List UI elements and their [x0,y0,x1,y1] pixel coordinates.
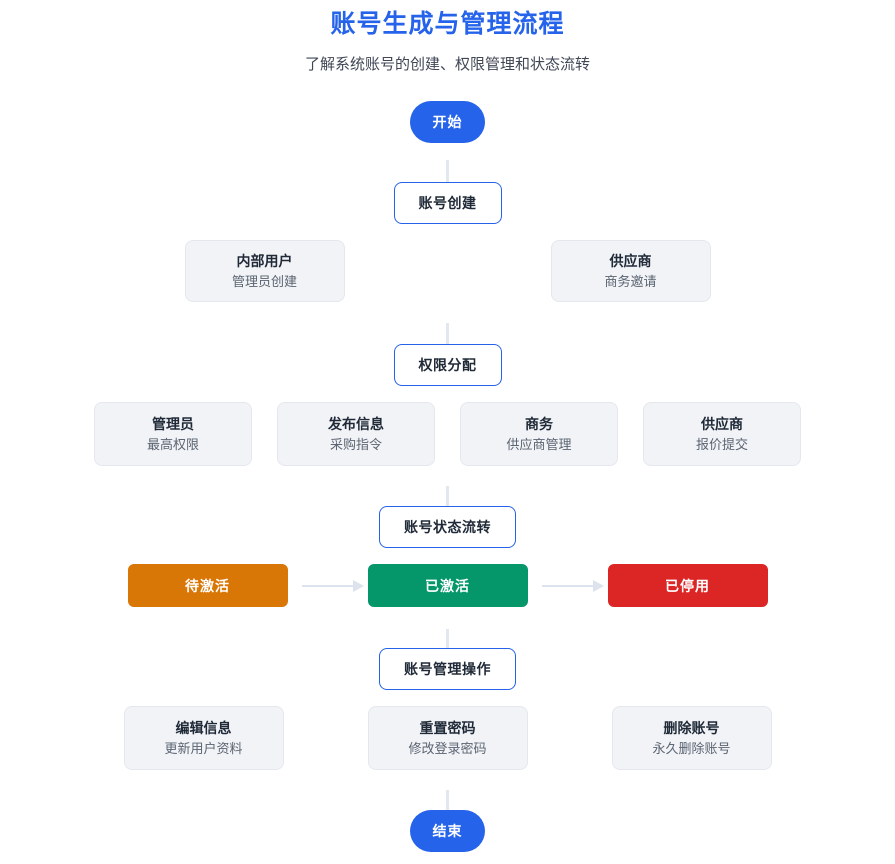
node-title: 管理员 [152,416,194,432]
node-subtitle: 更新用户资料 [164,741,243,756]
connector-line [446,486,449,506]
node-title: 编辑信息 [175,720,232,736]
end-node: 结束 [410,810,485,852]
node-title: 内部用户 [236,253,293,269]
node-title: 供应商 [609,253,652,269]
node-subtitle: 管理员创建 [231,274,297,289]
node-subtitle: 商务邀请 [604,274,657,289]
node-subtitle: 采购指令 [329,437,382,452]
node-title: 重置密码 [419,720,476,736]
connector-line [446,629,449,648]
page-subtitle: 了解系统账号的创建、权限管理和状态流转 [304,56,590,73]
right-arrow-icon [541,579,604,592]
node-supplier-role: 供应商 报价提交 [643,402,801,466]
stage-status-flow: 账号状态流转 [379,506,516,548]
node-reset-password: 重置密码 修改登录密码 [367,706,528,770]
node-publish-role: 发布信息 采购指令 [277,402,435,466]
status-disabled: 已停用 [607,564,768,607]
connector-line [446,160,449,182]
node-title: 供应商 [701,416,743,432]
node-title: 删除账号 [663,720,720,736]
node-title: 发布信息 [328,416,384,432]
node-subtitle: 永久删除账号 [652,741,731,756]
status-pending-activation: 待激活 [127,564,288,607]
right-arrow-icon [301,579,364,592]
node-supplier-invite: 供应商 商务邀请 [550,240,711,302]
creation-row: 内部用户 管理员创建 供应商 商务邀请 [184,240,711,302]
node-subtitle: 最高权限 [146,437,199,452]
node-edit-info: 编辑信息 更新用户资料 [123,706,284,770]
stage-account-creation: 账号创建 [393,182,502,224]
node-subtitle: 修改登录密码 [408,741,487,756]
node-admin-role: 管理员 最高权限 [94,402,252,466]
management-row: 编辑信息 更新用户资料 重置密码 修改登录密码 删除账号 永久删除账号 [123,706,772,770]
node-internal-user: 内部用户 管理员创建 [184,240,345,302]
node-subtitle: 供应商管理 [506,437,572,452]
node-delete-account: 删除账号 永久删除账号 [611,706,772,770]
stage-permission-assignment: 权限分配 [393,344,502,386]
status-activated: 已激活 [367,564,528,607]
stage-management-operations: 账号管理操作 [379,648,516,690]
connector-line [446,323,449,344]
node-subtitle: 报价提交 [695,437,748,452]
status-row: 待激活 已激活 已停用 [127,564,768,607]
node-title: 商务 [525,416,553,432]
node-business-role: 商务 供应商管理 [460,402,618,466]
page-title: 账号生成与管理流程 [330,10,565,38]
connector-line [446,790,449,810]
start-node: 开始 [410,101,485,143]
permission-row: 管理员 最高权限 发布信息 采购指令 商务 供应商管理 供应商 报价提交 [94,402,801,466]
